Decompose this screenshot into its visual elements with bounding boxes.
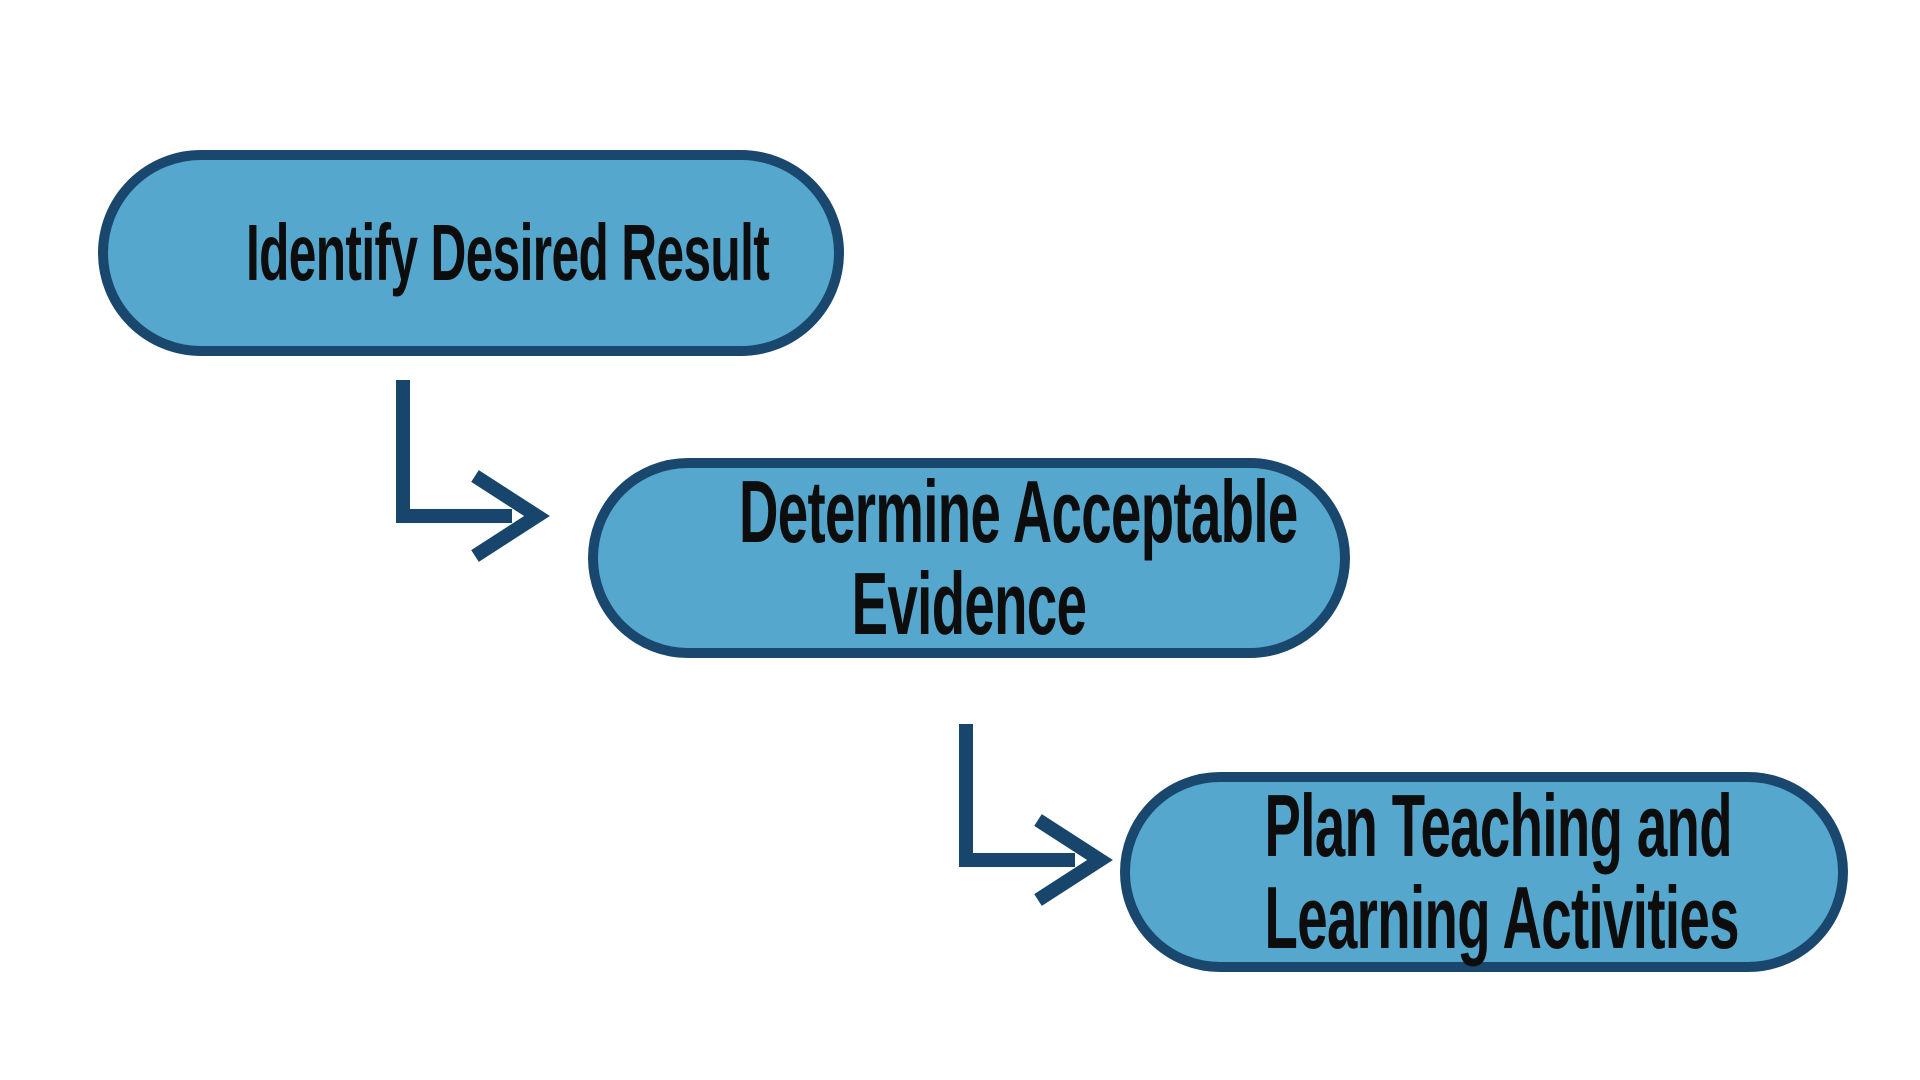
node-label-line: Plan Teaching and bbox=[1264, 775, 1733, 875]
elbow-arrow-icon bbox=[959, 724, 1113, 906]
elbow-line bbox=[959, 724, 1075, 867]
node-label: Identify Desired Result bbox=[245, 208, 770, 297]
node-label: Determine Acceptable Evidence bbox=[738, 461, 1298, 653]
node-plan-teaching-and-learning-activities: Plan Teaching and Learning Activities bbox=[1120, 772, 1848, 972]
node-label-line: Determine Acceptable bbox=[738, 461, 1298, 561]
arrowhead-chevron bbox=[471, 470, 550, 562]
arrowhead-chevron bbox=[1034, 814, 1113, 906]
elbow-line bbox=[396, 380, 512, 523]
node-label-line: Evidence bbox=[851, 554, 1087, 653]
node-determine-acceptable-evidence: Determine Acceptable Evidence bbox=[588, 458, 1350, 658]
node-identify-desired-result: Identify Desired Result bbox=[98, 150, 844, 356]
node-label: Plan Teaching and Learning Activities bbox=[1264, 775, 1740, 967]
elbow-arrow-icon bbox=[396, 380, 550, 562]
node-label-line: Learning Activities bbox=[1264, 868, 1740, 967]
node-label-line: Identify Desired Result bbox=[245, 208, 770, 297]
